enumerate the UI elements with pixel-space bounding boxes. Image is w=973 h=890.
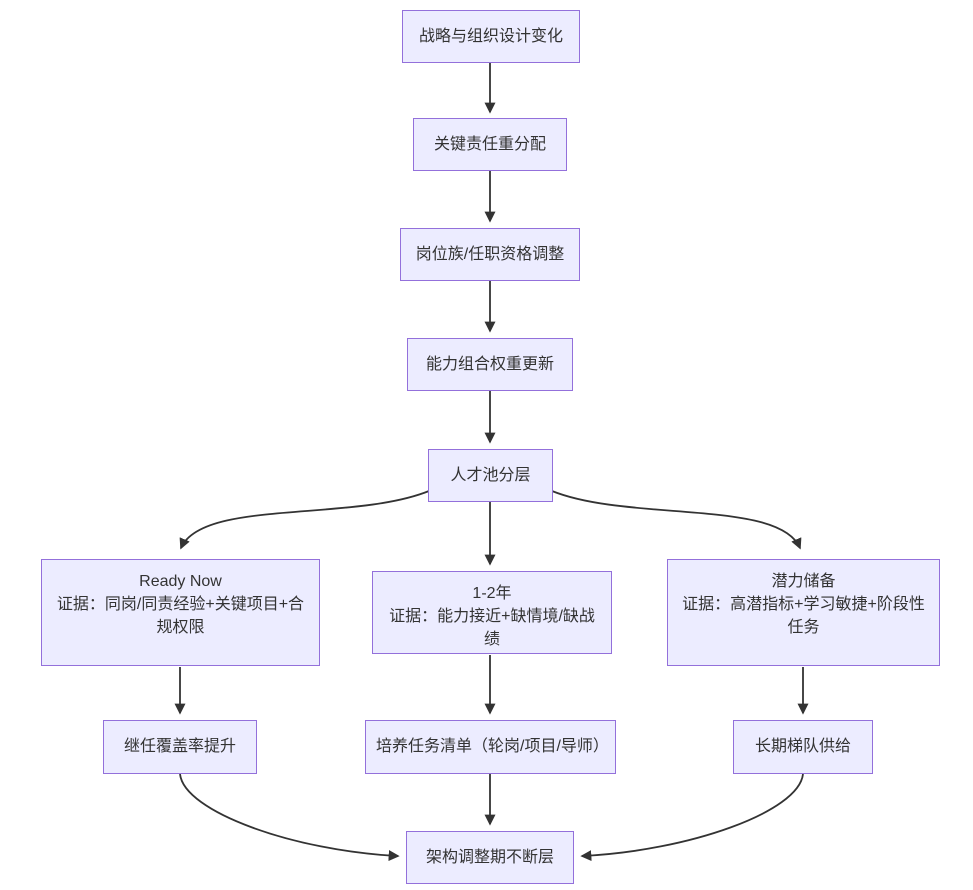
node-label: 战略与组织设计变化 — [418, 27, 563, 45]
node-label: 能力组合权重更新 — [425, 355, 554, 373]
node-job-family-adjust: 岗位族/任职资格调整 — [400, 228, 580, 281]
node-title: Ready Now — [139, 573, 222, 590]
edge-talentpool-to-potential — [551, 490, 802, 550]
node-one-two-years: 1-2年 证据：能力接近+缺情境/缺战绩 — [372, 571, 612, 654]
node-evidence: 证据：同岗/同责经验+关键项目+合规权限 — [56, 596, 305, 637]
node-label: 架构调整期不断层 — [425, 848, 554, 866]
node-capability-weights: 能力组合权重更新 — [407, 338, 573, 391]
node-label: 继任覆盖率提升 — [123, 738, 236, 756]
node-evidence: 证据：能力接近+缺情境/缺战绩 — [389, 608, 595, 649]
node-talent-pool: 人才池分层 — [428, 449, 553, 502]
node-development-tasks: 培养任务清单（轮岗/项目/导师） — [365, 720, 616, 774]
edge-talentpool-to-readynow — [179, 490, 430, 550]
node-label: 长期梯队供给 — [754, 738, 851, 756]
node-label: 人才池分层 — [450, 466, 531, 484]
edge-coverage-to-nogap — [179, 773, 400, 862]
node-longterm-pipeline: 长期梯队供给 — [733, 720, 873, 774]
node-title: 1-2年 — [472, 585, 512, 602]
node-title: 潜力储备 — [771, 573, 836, 590]
node-ready-now: Ready Now 证据：同岗/同责经验+关键项目+合规权限 — [41, 559, 320, 666]
node-responsibility-realloc: 关键责任重分配 — [413, 118, 567, 171]
node-evidence: 证据：高潜指标+学习敏捷+阶段性任务 — [682, 596, 925, 637]
node-succession-coverage: 继任覆盖率提升 — [103, 720, 257, 774]
node-potential-reserve: 潜力储备 证据：高潜指标+学习敏捷+阶段性任务 — [667, 559, 940, 666]
node-no-gap: 架构调整期不断层 — [406, 831, 574, 884]
node-strategy-change: 战略与组织设计变化 — [402, 10, 580, 63]
node-label: 岗位族/任职资格调整 — [415, 245, 565, 263]
node-label: 培养任务清单（轮岗/项目/导师） — [376, 738, 609, 756]
node-label: 关键责任重分配 — [433, 135, 546, 153]
edge-pipeline-to-nogap — [580, 773, 804, 862]
